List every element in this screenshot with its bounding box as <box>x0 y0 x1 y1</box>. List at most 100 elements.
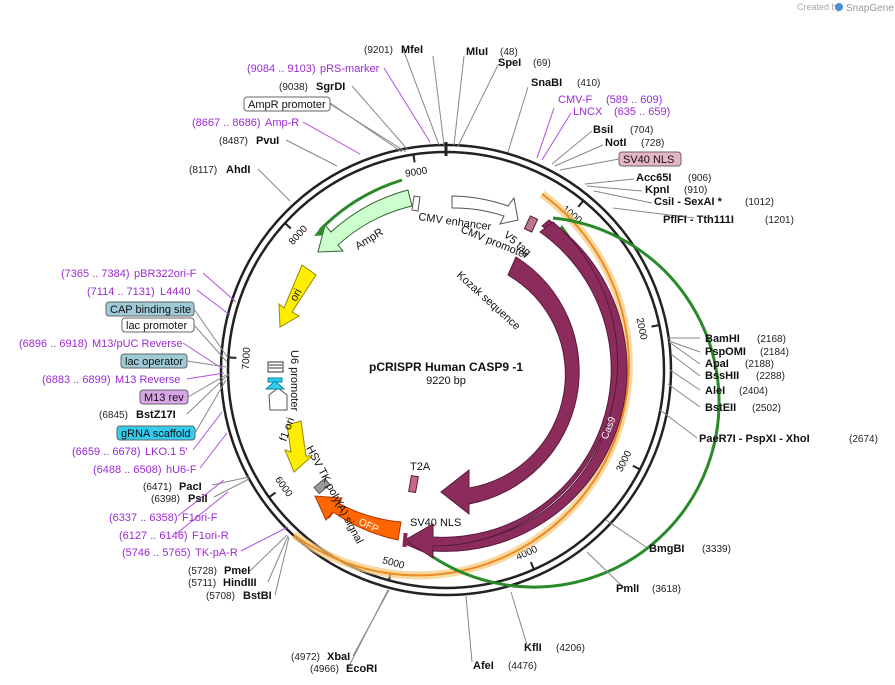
ring-tick-mark <box>268 491 277 499</box>
primer-m13-puc-reverse[interactable]: M13/pUC Reverse <box>92 338 182 350</box>
boxed-leader-lines <box>186 103 620 434</box>
primer-f1ori-r[interactable]: F1ori-R <box>192 530 229 542</box>
primer-lko1-5[interactable]: LKO.1 5' <box>145 446 187 458</box>
enzyme-noti-pos: (728) <box>641 138 664 149</box>
enzyme-bsii[interactable]: BsiI <box>593 124 613 136</box>
enzyme-paer7i-pspxi-xhoi[interactable]: PaeR7I - PspXI - XhoI <box>699 433 810 445</box>
ampr-orf-arc <box>318 178 403 232</box>
boxed-label-cap-binding-site[interactable]: CAP binding site <box>105 301 195 317</box>
primer-lncx[interactable]: LNCX <box>573 106 603 118</box>
ring-tick-label: 3000 <box>614 449 634 474</box>
feature-t2a[interactable]: T2A <box>408 461 431 494</box>
boxed-labels: AmpR promoter SV40 NLS CAP binding site … <box>105 96 682 441</box>
primer-l4440[interactable]: L4440 <box>160 286 191 298</box>
ring-tick-label: 2000 <box>634 317 649 341</box>
enzyme-acc65i[interactable]: Acc65I <box>636 172 671 184</box>
enzyme-spei[interactable]: SpeI <box>498 57 521 69</box>
primer-tk-pa-r[interactable]: TK-pA-R <box>195 547 238 559</box>
enzyme-hindiii-pos: (5711) <box>188 578 216 589</box>
enzyme-bstz17i[interactable]: BstZ17I <box>136 409 176 421</box>
enzyme-acc65i-pos: (906) <box>688 173 711 184</box>
enzyme-pmei-pos: (5728) <box>188 566 217 577</box>
enzyme-pvui-pos: (8487) <box>219 136 248 147</box>
enzyme-bsii-pos: (704) <box>630 125 653 136</box>
feature-sv40-nls[interactable]: SV40 NLS <box>402 517 461 548</box>
enzyme-alei[interactable]: AleI <box>705 385 725 397</box>
boxed-label-ampr-promoter[interactable]: AmpR promoter <box>243 96 331 112</box>
enzyme-kfli-pos: (4206) <box>556 643 585 654</box>
enzyme-paci-pos: (6471) <box>143 482 172 493</box>
enzyme-spei-pos: (69) <box>533 58 551 69</box>
boxed-label-lac-operator[interactable]: lac operator <box>120 353 188 369</box>
ring-tick-mark <box>632 464 641 471</box>
enzyme-ecori-pos: (4966) <box>310 664 339 675</box>
feature-label-hsv-tk-polya: HSV TK poly(A) signal <box>303 444 365 546</box>
primer-f1ori-f-range: (6337 .. 6358) <box>109 512 178 524</box>
ring-tick-label: 9000 <box>404 166 428 180</box>
primer-m13-puc-reverse-range: (6896 .. 6918) <box>19 338 88 350</box>
enzyme-alei-pos: (2404) <box>739 386 768 397</box>
enzyme-mfei[interactable]: MfeI <box>401 44 423 56</box>
feature-ampr[interactable]: AmpR <box>317 189 421 253</box>
boxed-label-sv40-nls[interactable]: SV40 NLS <box>618 151 682 167</box>
boxed-label-m13-rev-text: M13 rev <box>144 392 184 404</box>
enzyme-pmli-pos: (3618) <box>652 584 681 595</box>
feature-u6-promoter[interactable]: U6 promoter <box>264 350 300 411</box>
primer-lko1-5-range: (6659 .. 6678) <box>72 446 141 458</box>
primer-pbr322ori-f[interactable]: pBR322ori-F <box>134 268 197 280</box>
enzyme-bamhi[interactable]: BamHI <box>705 333 740 345</box>
feature-kozak[interactable]: Kozak sequence <box>454 269 522 332</box>
enzyme-snabi[interactable]: SnaBI <box>531 77 562 89</box>
enzyme-pmli[interactable]: PmlI <box>616 583 639 595</box>
enzyme-pspomi[interactable]: PspOMI <box>705 346 746 358</box>
enzyme-sgrdi[interactable]: SgrDI <box>316 81 345 93</box>
primer-cmv-f[interactable]: CMV-F <box>558 94 593 106</box>
primer-f1ori-f[interactable]: F1ori-F <box>182 512 218 524</box>
enzyme-mlui[interactable]: MluI <box>466 46 488 58</box>
primer-leader-lines <box>175 67 572 552</box>
enzyme-psii[interactable]: PsiI <box>188 493 208 505</box>
primer-tk-pa-r-range: (5746 .. 5765) <box>122 547 191 559</box>
enzyme-pvui[interactable]: PvuI <box>256 135 279 147</box>
enzyme-pflfi-tth111i[interactable]: PflFI - Tth111I <box>663 214 734 226</box>
enzyme-noti[interactable]: NotI <box>605 137 626 149</box>
enzyme-bsshii[interactable]: BssHII <box>705 370 739 382</box>
enzyme-paer7i-pspxi-xhoi-pos: (2674) <box>849 434 878 445</box>
enzyme-ecori[interactable]: EcoRI <box>346 663 377 675</box>
feature-label-u6-promoter: U6 promoter <box>288 350 300 411</box>
feature-f1-ori[interactable]: f1 ori <box>278 416 314 473</box>
enzyme-pspomi-pos: (2184) <box>760 347 789 358</box>
enzyme-mlui-pos: (48) <box>500 47 518 58</box>
enzyme-ahdi[interactable]: AhdI <box>226 164 250 176</box>
enzyme-apai[interactable]: ApaI <box>705 358 729 370</box>
enzyme-sgrdi-pos: (9038) <box>279 82 308 93</box>
enzyme-hindiii[interactable]: HindIII <box>223 577 257 589</box>
ring-tick-mark <box>412 154 416 163</box>
enzyme-csii-sexai[interactable]: CsiI - SexAI * <box>654 196 723 208</box>
primer-amp-r-range: (8667 .. 8686) <box>192 117 261 129</box>
enzyme-afei[interactable]: AfeI <box>473 660 494 672</box>
primer-hu6-f[interactable]: hU6-F <box>166 464 197 476</box>
primer-m13-reverse[interactable]: M13 Reverse <box>115 374 180 386</box>
enzyme-xbai[interactable]: XbaI <box>327 651 350 663</box>
primer-amp-r[interactable]: Amp-R <box>265 117 299 129</box>
enzyme-paci[interactable]: PacI <box>179 481 202 493</box>
enzyme-bmgbi[interactable]: BmgBI <box>649 543 684 555</box>
enzyme-bstbi[interactable]: BstBI <box>243 590 272 602</box>
enzyme-xbai-pos: (4972) <box>291 652 320 663</box>
boxed-label-lac-promoter[interactable]: lac promoter <box>121 317 195 333</box>
boxed-label-grna-scaffold-text: gRNA scaffold <box>121 428 191 440</box>
boxed-label-grna-scaffold[interactable]: gRNA scaffold <box>116 425 196 441</box>
enzyme-ahdi-pos: (8117) <box>189 165 217 176</box>
primer-prs-marker[interactable]: pRS-marker <box>320 63 380 75</box>
enzyme-kpni[interactable]: KpnI <box>645 184 669 196</box>
boxed-label-m13-rev[interactable]: M13 rev <box>139 389 189 405</box>
enzyme-pmei[interactable]: PmeI <box>224 565 250 577</box>
boxed-label-lac-operator-text: lac operator <box>125 356 183 368</box>
enzyme-bstz17i-pos: (6845) <box>99 410 128 421</box>
feature-ori[interactable]: ori <box>278 264 317 328</box>
enzyme-bsteii[interactable]: BstEII <box>705 402 736 414</box>
feature-hsv-tk-polya[interactable]: HSV TK poly(A) signal <box>303 444 365 546</box>
enzyme-kfli[interactable]: KflI <box>524 642 542 654</box>
